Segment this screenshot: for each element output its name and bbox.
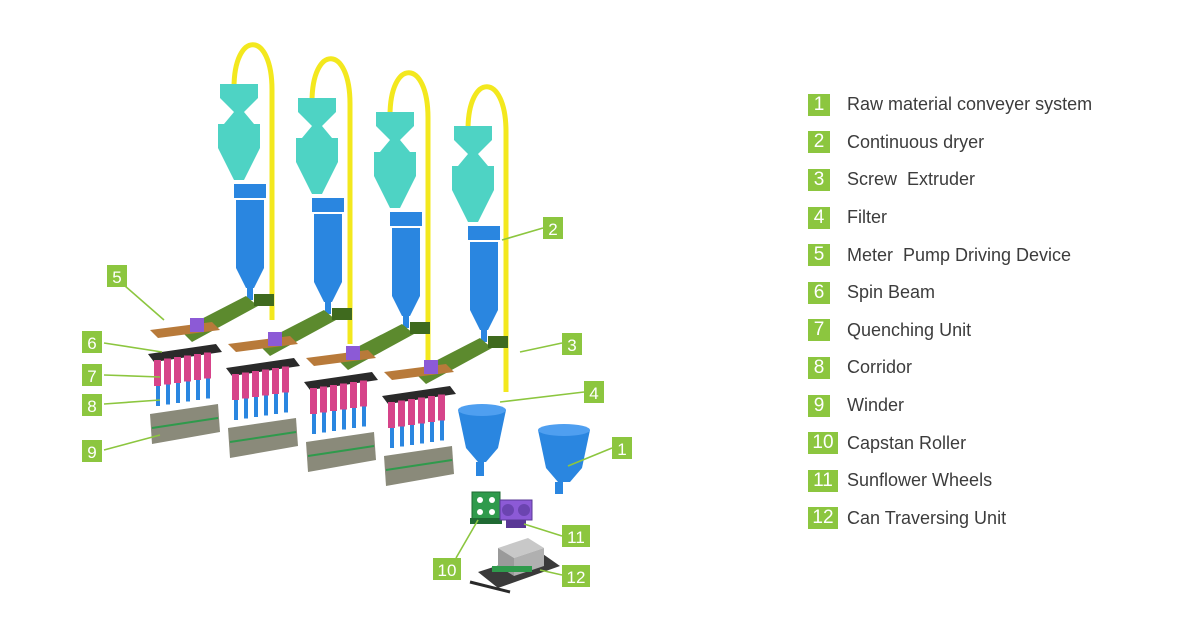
callout-8: 8 bbox=[82, 394, 102, 416]
legend-item-5: 5 Meter Pump Driving Device bbox=[808, 236, 1188, 274]
legend-label: Continuous dryer bbox=[847, 131, 985, 152]
legend-label: Spin Beam bbox=[847, 282, 936, 303]
production-line bbox=[148, 42, 275, 444]
legend-label: Winder bbox=[847, 395, 905, 416]
svg-text:2: 2 bbox=[548, 220, 557, 239]
raw-material-hopper bbox=[538, 424, 590, 494]
legend-badge: 8 bbox=[808, 356, 830, 379]
legend-badge: 11 bbox=[808, 469, 838, 492]
production-line bbox=[382, 84, 509, 486]
legend-label: Screw Extruder bbox=[847, 169, 976, 190]
callout-leaders bbox=[103, 227, 613, 576]
legend-badge: 1 bbox=[808, 93, 830, 116]
callout-3: 3 bbox=[562, 333, 582, 355]
legend-item-3: 3 Screw Extruder bbox=[808, 161, 1188, 199]
legend-item-4: 4 Filter bbox=[808, 199, 1188, 237]
filter-tank bbox=[458, 404, 506, 476]
legend-badge: 7 bbox=[808, 319, 830, 342]
callout-6: 6 bbox=[82, 331, 102, 353]
callout-1: 1 bbox=[612, 437, 632, 459]
legend-badge: 4 bbox=[808, 206, 830, 229]
sunflower-wheels bbox=[499, 499, 533, 528]
legend-item-8: 8 Corridor bbox=[808, 349, 1188, 387]
legend-label: Can Traversing Unit bbox=[847, 507, 1007, 528]
svg-text:7: 7 bbox=[87, 367, 96, 386]
svg-text:10: 10 bbox=[438, 561, 457, 580]
legend-item-2: 2 Continuous dryer bbox=[808, 124, 1188, 162]
legend-label: Sunflower Wheels bbox=[847, 470, 993, 491]
legend-badge: 9 bbox=[808, 394, 830, 417]
legend-label: Quenching Unit bbox=[847, 319, 972, 340]
svg-text:5: 5 bbox=[112, 268, 121, 287]
production-lines bbox=[148, 42, 509, 486]
callout-4: 4 bbox=[584, 381, 604, 403]
production-line bbox=[226, 56, 353, 458]
legend-badge: 2 bbox=[808, 131, 830, 154]
svg-text:11: 11 bbox=[567, 528, 585, 547]
callout-2: 2 bbox=[543, 217, 563, 239]
legend-label: Capstan Roller bbox=[847, 432, 967, 453]
svg-text:4: 4 bbox=[589, 384, 598, 403]
legend-item-6: 6 Spin Beam bbox=[808, 274, 1188, 312]
svg-text:1: 1 bbox=[617, 440, 626, 459]
spinning-plant-diagram: 1 2 3 4 5 6 7 8 9 10 11 12 bbox=[82, 42, 632, 594]
legend-label: Filter bbox=[847, 207, 887, 228]
legend-item-12: 12 Can Traversing Unit bbox=[808, 500, 1188, 538]
svg-text:3: 3 bbox=[567, 336, 576, 355]
legend-item-9: 9 Winder bbox=[808, 387, 1188, 425]
legend-badge: 10 bbox=[808, 432, 838, 455]
callout-11: 11 bbox=[562, 525, 590, 547]
legend-label: Corridor bbox=[847, 357, 913, 378]
svg-text:8: 8 bbox=[87, 397, 96, 416]
legend-item-11: 11 Sunflower Wheels bbox=[808, 462, 1188, 500]
legend-badge: 6 bbox=[808, 281, 830, 304]
legend-badge: 5 bbox=[808, 244, 830, 267]
svg-text:12: 12 bbox=[567, 568, 586, 587]
legend-badge: 12 bbox=[808, 507, 838, 530]
legend-item-7: 7 Quenching Unit bbox=[808, 312, 1188, 350]
legend-item-1: 1 Raw material conveyer system bbox=[808, 86, 1188, 124]
capstan-roller bbox=[470, 491, 502, 524]
production-line bbox=[304, 70, 431, 472]
svg-text:9: 9 bbox=[87, 443, 96, 462]
legend: 1 Raw material conveyer system 2 Continuous… bbox=[808, 86, 1188, 537]
svg-text:6: 6 bbox=[87, 334, 96, 353]
callout-5: 5 bbox=[107, 265, 127, 287]
callout-9: 9 bbox=[82, 440, 102, 462]
legend-badge: 3 bbox=[808, 168, 830, 191]
legend-label: Raw material conveyer system bbox=[847, 94, 1093, 115]
callout-7: 7 bbox=[82, 364, 102, 386]
legend-label: Meter Pump Driving Device bbox=[847, 244, 1072, 265]
callout-10: 10 bbox=[433, 558, 461, 580]
callout-12: 12 bbox=[562, 565, 590, 587]
can-traversing-unit bbox=[469, 538, 560, 594]
legend-item-10: 10 Capstan Roller bbox=[808, 424, 1188, 462]
